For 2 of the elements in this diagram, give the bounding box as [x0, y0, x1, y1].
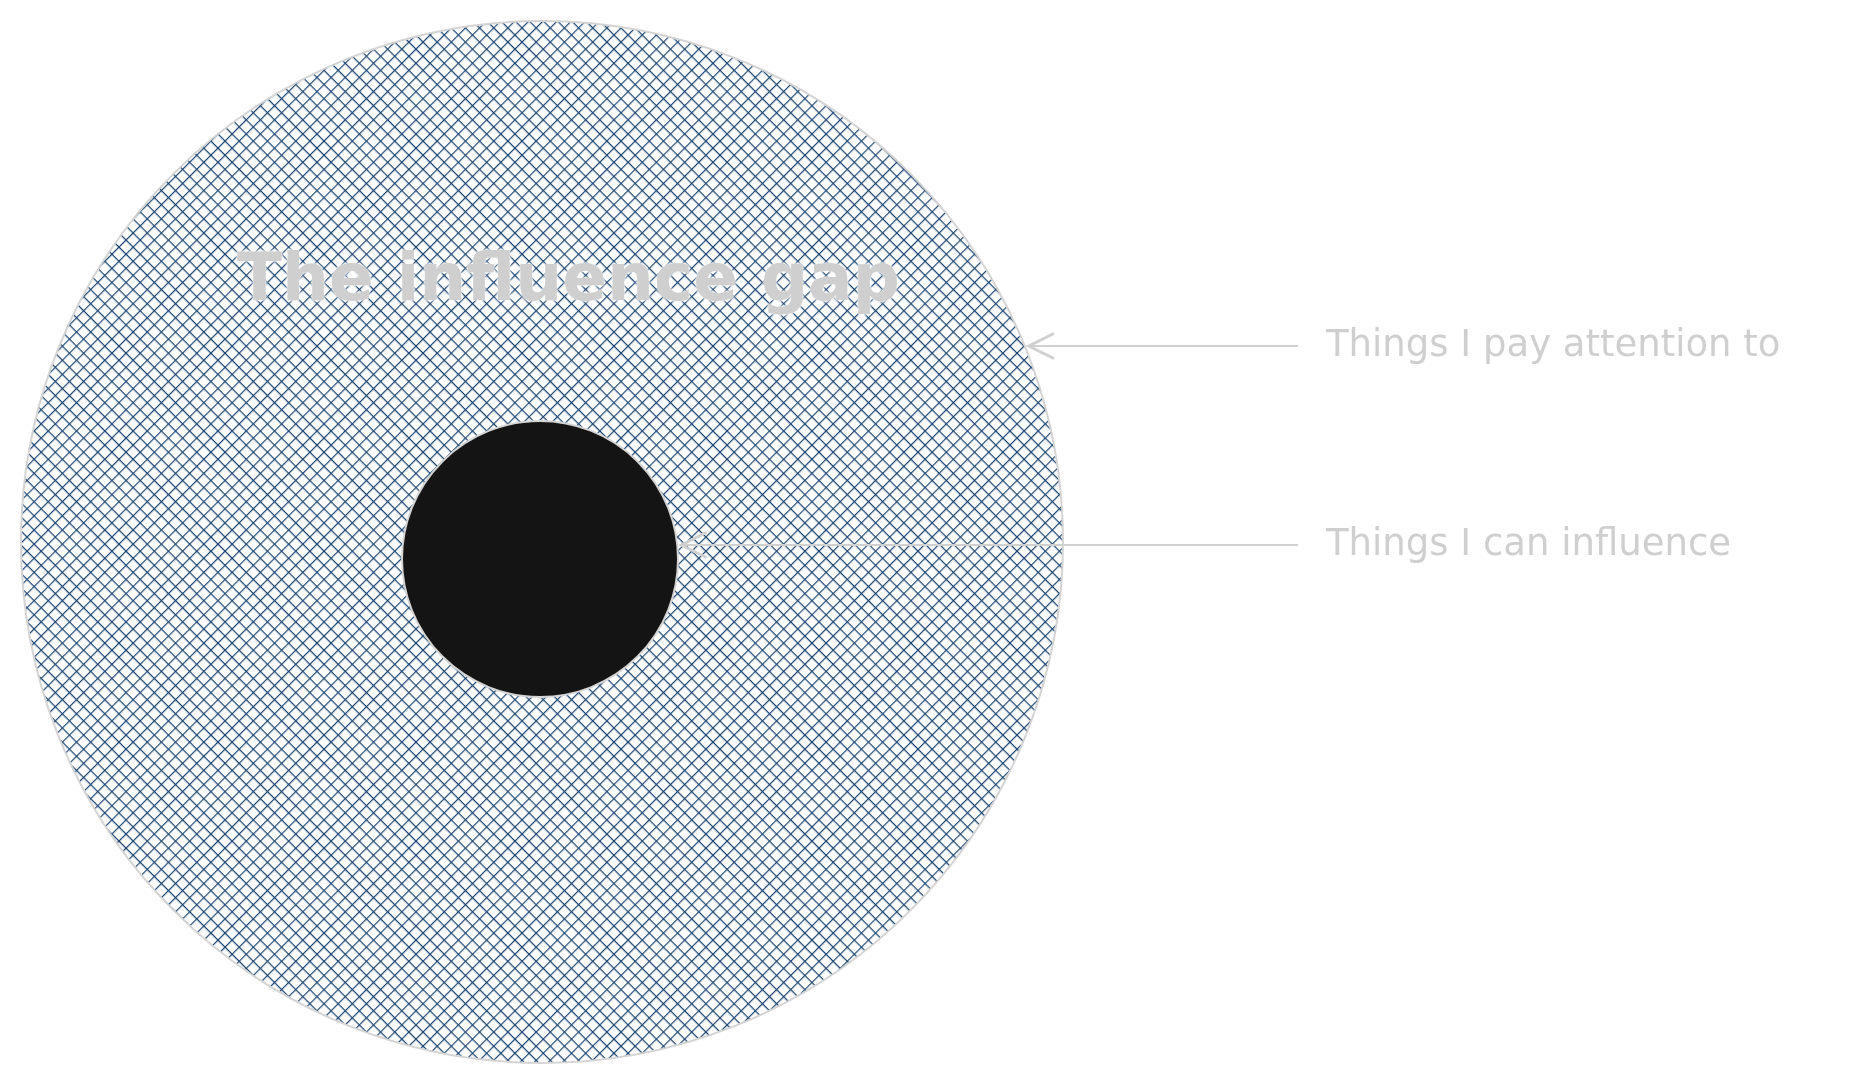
arrow	[1027, 332, 1298, 360]
arrow	[679, 531, 1298, 559]
